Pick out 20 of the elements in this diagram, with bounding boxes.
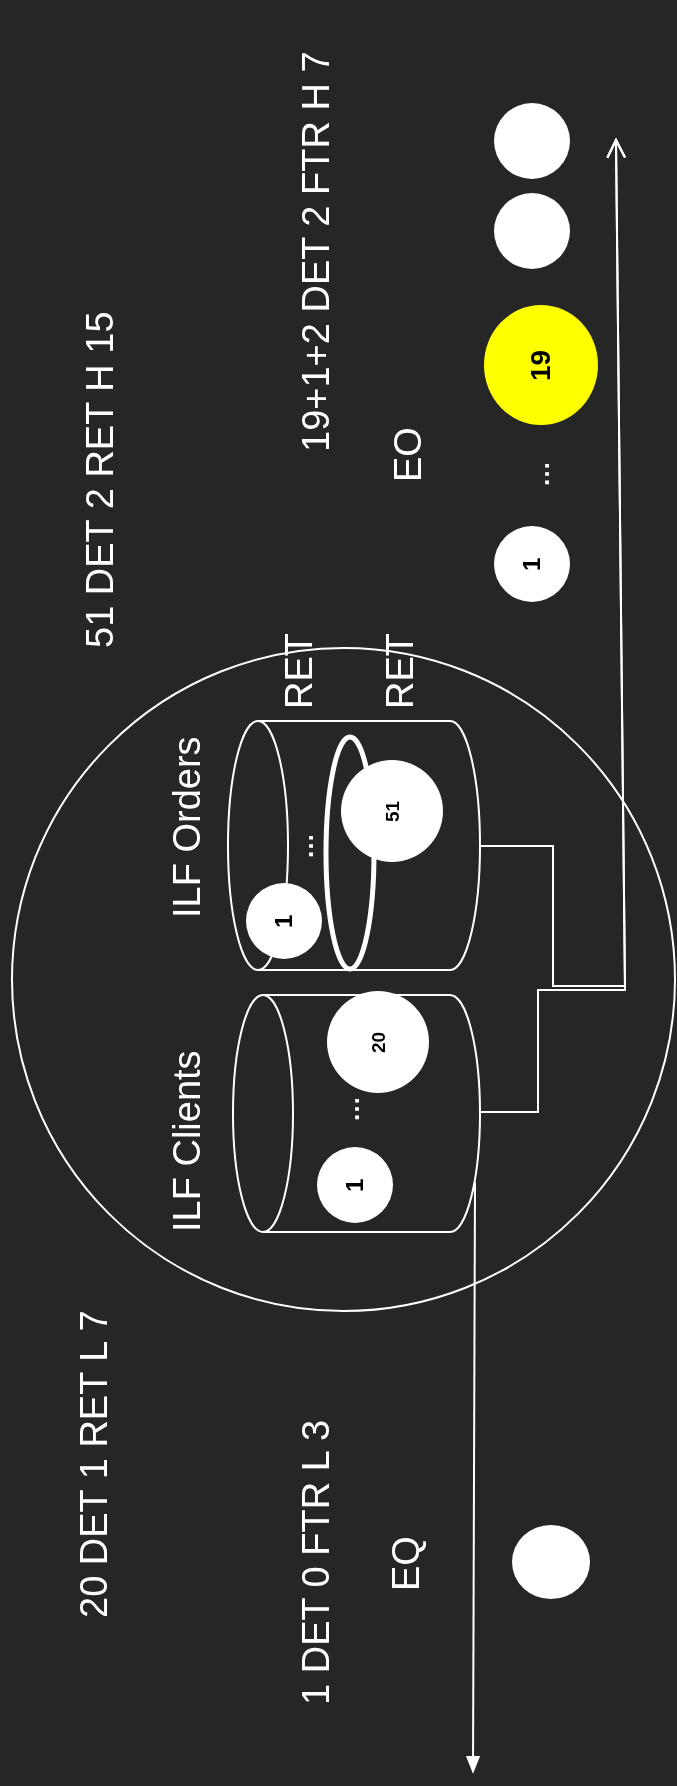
measure-label: 20 DET 1 RET L 7 (72, 1309, 116, 1621)
count-circle: 51 (341, 760, 443, 862)
measure-label: 19+1+2 DET 2 FTR H 7 (294, 50, 338, 455)
database-title: ILF Orders (165, 735, 209, 920)
count-circle: 1 (246, 883, 322, 959)
type-label: EQ (384, 1535, 428, 1594)
ellipsis: … (290, 832, 318, 861)
database-title: ILF Clients (165, 1049, 209, 1234)
arrow (465, 1181, 481, 1774)
ret-label: RET (277, 632, 321, 711)
count-circle: 20 (327, 991, 429, 1093)
ret-label: RET (378, 632, 422, 711)
count-circle: 1 (494, 526, 570, 602)
type-label: EO (386, 426, 430, 485)
measure-label: 51 DET 2 RET H 15 (78, 310, 122, 651)
ellipsis: … (336, 1095, 364, 1124)
count-circle: 19 (484, 305, 598, 425)
count-circle: 1 (317, 1147, 393, 1223)
measure-label: 1 DET 0 FTR L 3 (294, 1418, 338, 1708)
ellipsis: … (526, 460, 554, 489)
